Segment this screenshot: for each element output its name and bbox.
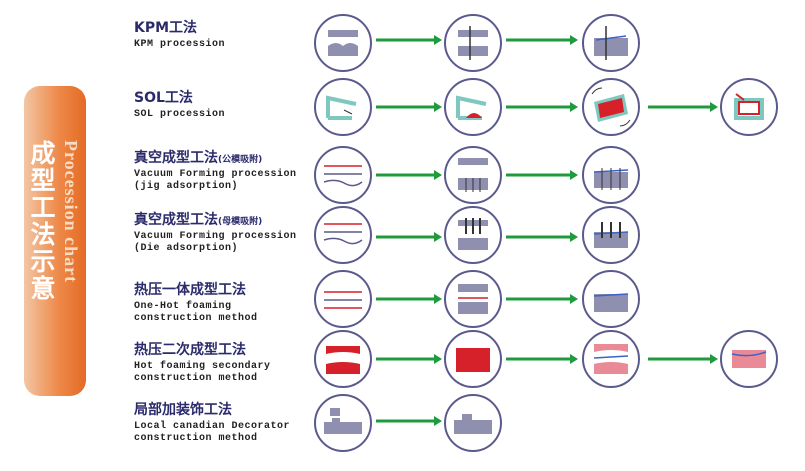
- step-3: [582, 330, 640, 388]
- process-subtitle: Vacuum Forming procession: [134, 231, 297, 242]
- flow-arrow: [506, 35, 578, 45]
- process-subtitle: One-Hot foaming: [134, 301, 232, 312]
- flow-arrow: [648, 354, 718, 364]
- process-label: 热压一体成型工法 One-Hot foaming construction me…: [134, 282, 258, 325]
- step-1: [314, 78, 372, 136]
- step-1: [314, 270, 372, 328]
- step-3: [582, 206, 640, 264]
- step-2: [444, 270, 502, 328]
- step-2: [444, 394, 502, 452]
- step-3: [582, 270, 640, 328]
- flow-arrow: [376, 232, 442, 242]
- step-1: [314, 330, 372, 388]
- step-2: [444, 206, 502, 264]
- flow-arrow: [506, 294, 578, 304]
- step-3: [582, 14, 640, 72]
- flow-arrow: [506, 232, 578, 242]
- flow-arrow: [376, 416, 442, 426]
- process-label: KPM工法 KPM procession: [134, 20, 225, 51]
- process-title: 热压二次成型工法: [134, 342, 246, 358]
- side-tab: [24, 86, 86, 396]
- process-subtitle: SOL procession: [134, 109, 226, 120]
- step-1: [314, 394, 372, 452]
- process-label: 热压二次成型工法 Hot foaming secondary construct…: [134, 342, 271, 385]
- flow-arrow: [376, 170, 442, 180]
- flow-arrow: [376, 35, 442, 45]
- step-2: [444, 330, 502, 388]
- side-title-en: Procession chart: [61, 140, 81, 284]
- step-2: [444, 146, 502, 204]
- process-subtitle-2: (Die adsorption): [134, 243, 239, 254]
- flow-arrow: [506, 102, 578, 112]
- process-subtitle-2: construction method: [134, 373, 258, 384]
- process-subtitle: Vacuum Forming procession: [134, 169, 297, 180]
- process-title: 真空成型工法(公模吸附): [134, 150, 263, 166]
- flow-arrow: [506, 170, 578, 180]
- step-2: [444, 78, 502, 136]
- process-label: 真空成型工法(公模吸附) Vacuum Forming procession (…: [134, 150, 297, 193]
- process-subtitle-2: construction method: [134, 433, 258, 444]
- step-4: [720, 78, 778, 136]
- process-label: 局部加装饰工法 Local canadian Decorator constru…: [134, 402, 290, 445]
- process-label: 真空成型工法(母模吸附) Vacuum Forming procession (…: [134, 212, 297, 255]
- step-3: [582, 78, 640, 136]
- flow-arrow: [376, 102, 442, 112]
- process-label: SOL工法 SOL procession: [134, 90, 225, 121]
- process-subtitle: Hot foaming secondary: [134, 361, 271, 372]
- step-3: [582, 146, 640, 204]
- process-title: 热压一体成型工法: [134, 282, 246, 298]
- step-2: [444, 14, 502, 72]
- process-title: 局部加装饰工法: [134, 402, 232, 418]
- flow-arrow: [648, 102, 718, 112]
- step-1: [314, 206, 372, 264]
- process-title: 真空成型工法(母模吸附): [134, 212, 263, 228]
- step-1: [314, 146, 372, 204]
- process-title: SOL工法: [134, 90, 193, 106]
- step-1: [314, 14, 372, 72]
- step-4: [720, 330, 778, 388]
- process-subtitle-2: (jig adsorption): [134, 181, 239, 192]
- process-subtitle: Local canadian Decorator: [134, 421, 291, 432]
- process-subtitle: KPM procession: [134, 39, 226, 50]
- flow-arrow: [506, 354, 578, 364]
- process-subtitle-2: construction method: [134, 313, 258, 324]
- flow-arrow: [376, 354, 442, 364]
- side-title-cn: 成型工法示意: [27, 140, 56, 302]
- process-title: KPM工法: [134, 20, 198, 36]
- flow-arrow: [376, 294, 442, 304]
